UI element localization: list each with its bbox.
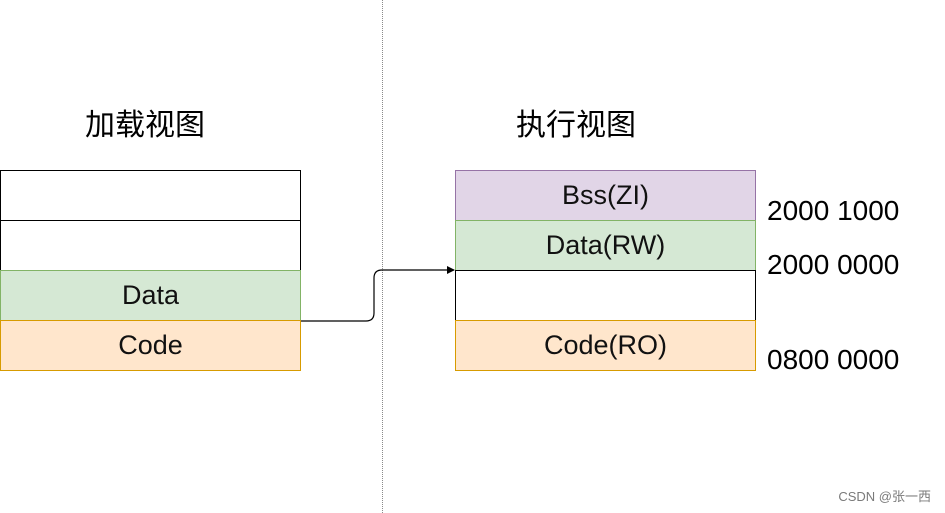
watermark: CSDN @张一西 [838,489,931,504]
load-block-code: Code [0,320,301,371]
copy-arrow-line [301,266,455,322]
view-divider [382,0,383,513]
load-block-empty-2 [0,220,301,271]
address-label-bss: 2000 1000 [767,195,900,226]
load-block-empty-1 [0,170,301,221]
exec-block-code: Code(RO) [455,320,756,371]
address-label-code: 0800 0000 [767,344,900,375]
address-label-data: 2000 0000 [767,249,900,280]
load-view-title: 加载视图 [85,108,205,143]
exec-block-bss: Bss(ZI) [455,170,756,221]
load-block-data: Data [0,270,301,321]
exec-block-empty [455,270,756,321]
exec-block-data: Data(RW) [455,220,756,271]
exec-view-title: 执行视图 [516,108,636,143]
